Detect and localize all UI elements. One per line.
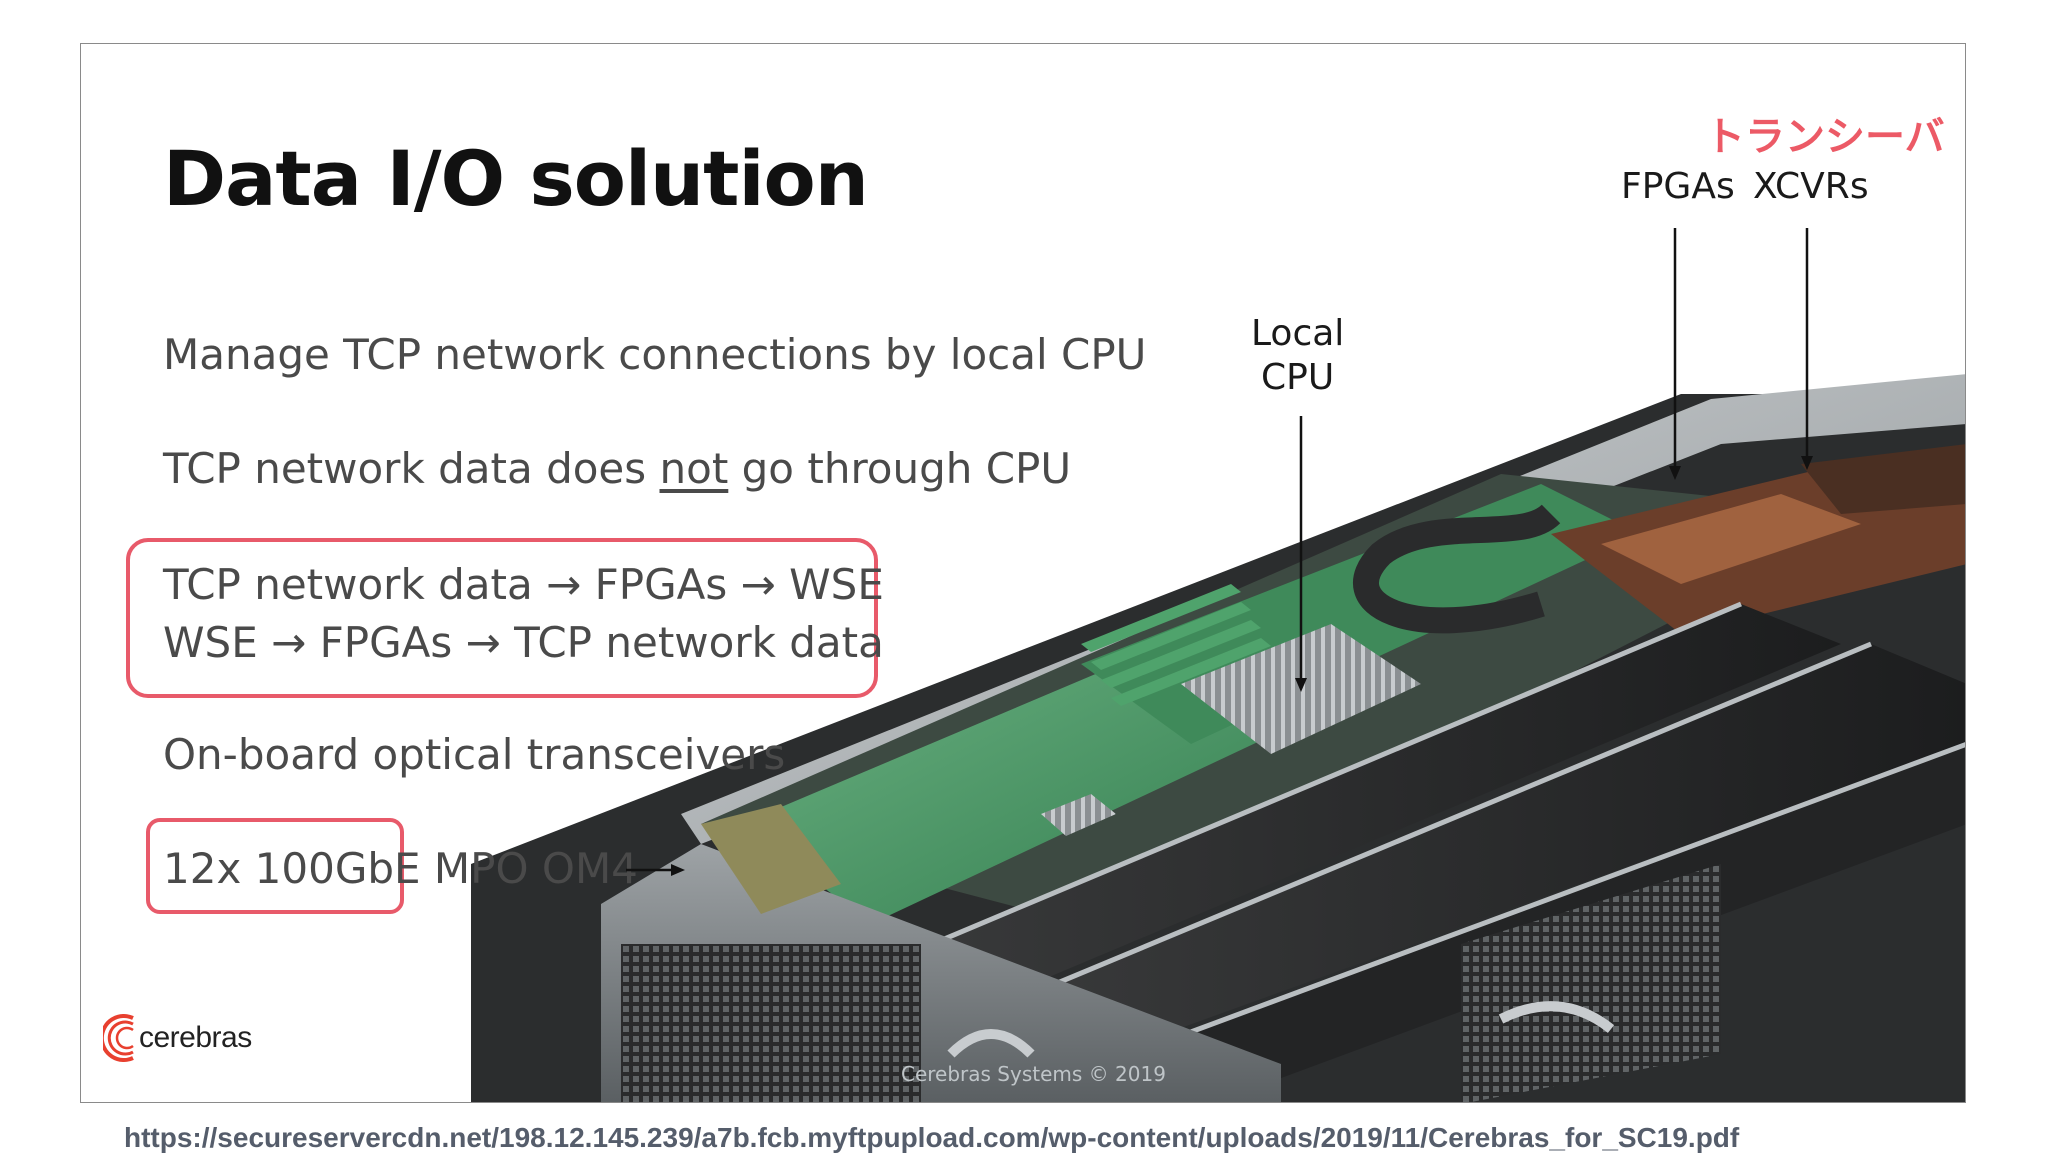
label-local-cpu: Local CPU: [1251, 312, 1344, 400]
label-xcvrs: XCVRs: [1753, 166, 1869, 207]
bullet-not-through-cpu: TCP network data does not go through CPU: [163, 444, 1071, 493]
bullet-text: TCP network data does: [163, 444, 660, 493]
highlight-box-dataflow: [126, 538, 878, 698]
slide-title: Data I/O solution: [163, 134, 869, 223]
coolant-hose: [1353, 503, 1561, 634]
cerebras-logo-text: cerebras: [139, 1021, 252, 1054]
cs1-system-illustration: [471, 374, 1965, 1102]
slide: Data I/O solution Manage TCP network con…: [80, 43, 1966, 1103]
dataflow-line-1: TCP network data → FPGAs → WSE: [163, 560, 884, 609]
dataflow-line-2: WSE → FPGAs → TCP network data: [163, 618, 884, 667]
label-fpgas: FPGAs: [1621, 166, 1735, 207]
highlight-box-100gbe: [146, 818, 404, 914]
small-heatsink: [1041, 794, 1116, 836]
fpga-copper-highlight: [1601, 494, 1861, 584]
label-line: CPU: [1261, 357, 1335, 398]
memory-modules: [1081, 584, 1271, 706]
bullet-dataflow: TCP network data → FPGAs → WSE WSE → FPG…: [163, 556, 884, 672]
side-mesh: [1461, 864, 1721, 1102]
handle-left: [947, 1029, 1035, 1058]
mpo-connector-block: [701, 804, 841, 914]
bullet-100gbe-mpo: 12x 100GbE MPO OM4: [163, 844, 638, 893]
black-lid-3: [1091, 744, 1965, 1102]
bullet-manage-tcp: Manage TCP network connections by local …: [163, 330, 1147, 379]
copyright-notice: Cerebras Systems © 2019: [901, 1062, 1166, 1086]
emphasis-not: not: [659, 444, 729, 493]
transceiver-area: [1801, 444, 1965, 514]
bullet-optical-transceivers: On-board optical transceivers: [163, 730, 786, 779]
cerebras-logo-mark-icon: [103, 1014, 134, 1062]
cerebras-logo: cerebras: [103, 1012, 252, 1064]
label-transceiver-japanese: トランシーバ: [1705, 114, 1945, 160]
label-line: Local: [1251, 313, 1345, 354]
handle-right: [1498, 1001, 1615, 1033]
bullet-text: go through CPU: [728, 444, 1072, 493]
front-power-grille: [621, 944, 921, 1102]
source-url[interactable]: https://secureservercdn.net/198.12.145.2…: [124, 1122, 1740, 1153]
black-lid-1: [861, 604, 1841, 1014]
black-lid-2: [971, 644, 1965, 1064]
